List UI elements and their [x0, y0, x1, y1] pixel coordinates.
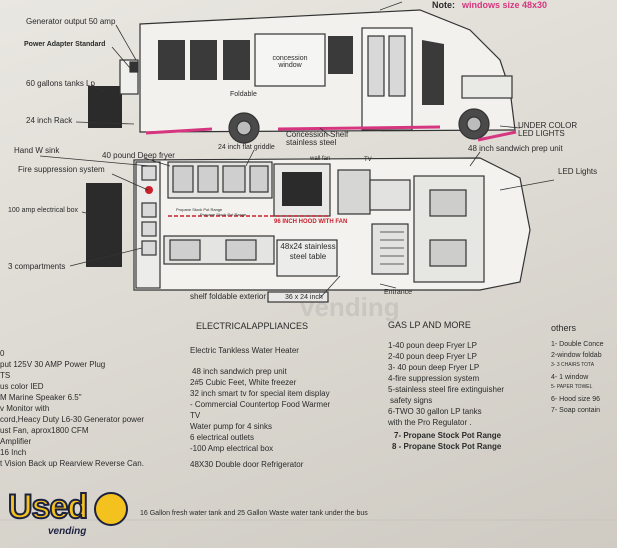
others-heading: others — [551, 323, 577, 333]
label-stock-pot-1: Propane Stock Pot Range — [176, 207, 223, 212]
label-electrical-box: 100 amp electrical box — [8, 207, 79, 214]
used-vending-logo: Used vending — [7, 487, 128, 540]
gas-item: with the Pro Regulator . — [388, 418, 472, 427]
bus-floor-plan — [133, 157, 531, 303]
label-steel-table: 48x24 stainless steel table — [280, 242, 336, 261]
left-item: Amplifier — [0, 437, 32, 446]
label-concession-shelf: Concession Shelf stainless steel — [286, 130, 349, 147]
label-fryer: 40 pound Deep fryer — [102, 151, 175, 160]
gas-item: 3- 40 poun deep Fryer LP — [388, 363, 480, 372]
logo-sub: vending — [48, 526, 87, 537]
others-item: 3- 3 CHAIRS TOTA — [551, 362, 595, 368]
electrical-item: 48X30 Double door Refrigerator — [190, 460, 304, 469]
left-item: us color IED — [0, 382, 44, 391]
label-compartments: 3 compartments — [8, 262, 66, 271]
label-hood: 96 INCH HOOD WITH FAN — [274, 219, 348, 225]
label-under-led: UNDER COLOR LED LIGHTS — [518, 121, 578, 138]
gas-item: 8 - Propane Stock Pot Range — [392, 442, 502, 451]
electrical-item: 2#5 Cubic Feet, White freezer — [190, 378, 297, 387]
electrical-list: Electric Tankless Water Heater 48 inch s… — [190, 347, 330, 472]
logo-word: Used — [7, 487, 89, 527]
electrical-item: 32 inch smart tv for special item displa… — [190, 389, 330, 398]
gas-list: 1-40 poun deep Fryer LP 2-40 poun deep F… — [388, 342, 504, 454]
label-hand-sink: Hand W sink — [14, 146, 60, 155]
gas-item: safety signs — [390, 396, 433, 405]
left-item: t Vision Back up Rearview Reverse Can. — [0, 459, 144, 468]
gas-item: 5-stainless steel fire extinguisher — [388, 385, 505, 394]
note-label: Note: — [432, 0, 455, 10]
electrical-item: 48 inch sandwich prep unit — [192, 367, 287, 376]
electrical-item: - Commercial Countertop Food Warmer — [190, 400, 331, 409]
label-generator: Generator output 50 amp — [26, 17, 116, 26]
logo-smiley-icon — [94, 492, 128, 526]
gas-item: 4-fire suppression system — [388, 374, 480, 383]
left-item: 0 — [0, 349, 5, 358]
bus-side-view — [88, 9, 516, 144]
others-item: 6- Hood size 96 — [551, 396, 601, 403]
label-led-lights: LED Lights — [558, 167, 598, 176]
label-foldable: Foldable — [230, 91, 257, 98]
left-item: 16 Inch — [0, 448, 27, 457]
left-item: cord,Heacy Duty L6-30 Generator power — [0, 415, 145, 424]
label-shelf-foldable: shelf foldable exterior — [190, 292, 267, 301]
others-list: 1- Double Conce 2-window foldab 3- 3 CHA… — [551, 341, 604, 418]
left-item: TS — [0, 371, 11, 380]
label-griddle: 24 inch flat griddle — [218, 144, 275, 151]
electrical-item: Electric Tankless Water Heater — [190, 346, 299, 355]
electrical-heading: ELECTRICALAPPLIANCES — [196, 321, 309, 331]
others-item: 1- Double Conce — [551, 341, 604, 348]
label-tv: TV — [364, 157, 372, 163]
side-leader-lines — [75, 1, 521, 137]
gas-heading: GAS LP AND MORE — [388, 320, 471, 330]
left-feature-list: 0 put 125V 30 AMP Power Plug TS us color… — [0, 350, 144, 471]
label-rack: 24 inch Rack — [26, 116, 73, 125]
gas-item: 2-40 poun deep Fryer LP — [388, 352, 477, 361]
label-stock-pot-2: Propane Stock Pot Range — [200, 212, 247, 217]
label-wall-fan: wall fan — [310, 156, 331, 162]
label-power-adapter: Power Adapter Standard — [24, 41, 106, 48]
label-shelf-size: 36 x 24 inch — [285, 294, 323, 301]
electrical-item: -100 Amp electrical box — [190, 444, 274, 453]
label-sandwich-prep: 48 inch sandwich prep unit — [468, 144, 563, 153]
electrical-box-shape — [86, 183, 122, 267]
others-item: 4- 1 window — [551, 374, 589, 381]
left-item: v Monitor with — [0, 404, 50, 413]
plan-leader-lines — [39, 149, 555, 299]
label-fire-suppression: Fire suppression system — [18, 165, 105, 174]
gas-item: 7- Propane Stock Pot Range — [394, 431, 502, 440]
left-item: M Marine Speaker 6.5" — [0, 393, 82, 402]
note-value: windows size 48x30 — [462, 0, 548, 10]
others-item: 7- Soap contain — [551, 407, 601, 414]
others-item: 2-window foldab — [551, 352, 602, 359]
gas-item: 1-40 poun deep Fryer LP — [388, 341, 477, 350]
label-concession-window: concession window — [272, 55, 308, 69]
label-entrance: Entrance — [384, 289, 413, 296]
left-item: ust Fan, aprox1800 CFM — [0, 426, 89, 435]
others-item: 5- PAPER TOWEL — [551, 384, 593, 390]
electrical-item: Water pump for 4 sinks — [190, 422, 272, 431]
left-item: put 125V 30 AMP Power Plug — [0, 360, 106, 369]
gas-item: 6-TWO 30 gallon LP tanks — [388, 407, 482, 416]
footer-note: 16 Gallon fresh water tank and 25 Gallon… — [140, 510, 368, 517]
label-tanks: 60 gallons tanks Lp — [26, 79, 95, 88]
watermark-text: vending — [300, 292, 400, 322]
led-underglow — [145, 125, 517, 142]
electrical-item: 6 electrical outlets — [190, 433, 255, 442]
electrical-item: TV — [190, 411, 201, 420]
